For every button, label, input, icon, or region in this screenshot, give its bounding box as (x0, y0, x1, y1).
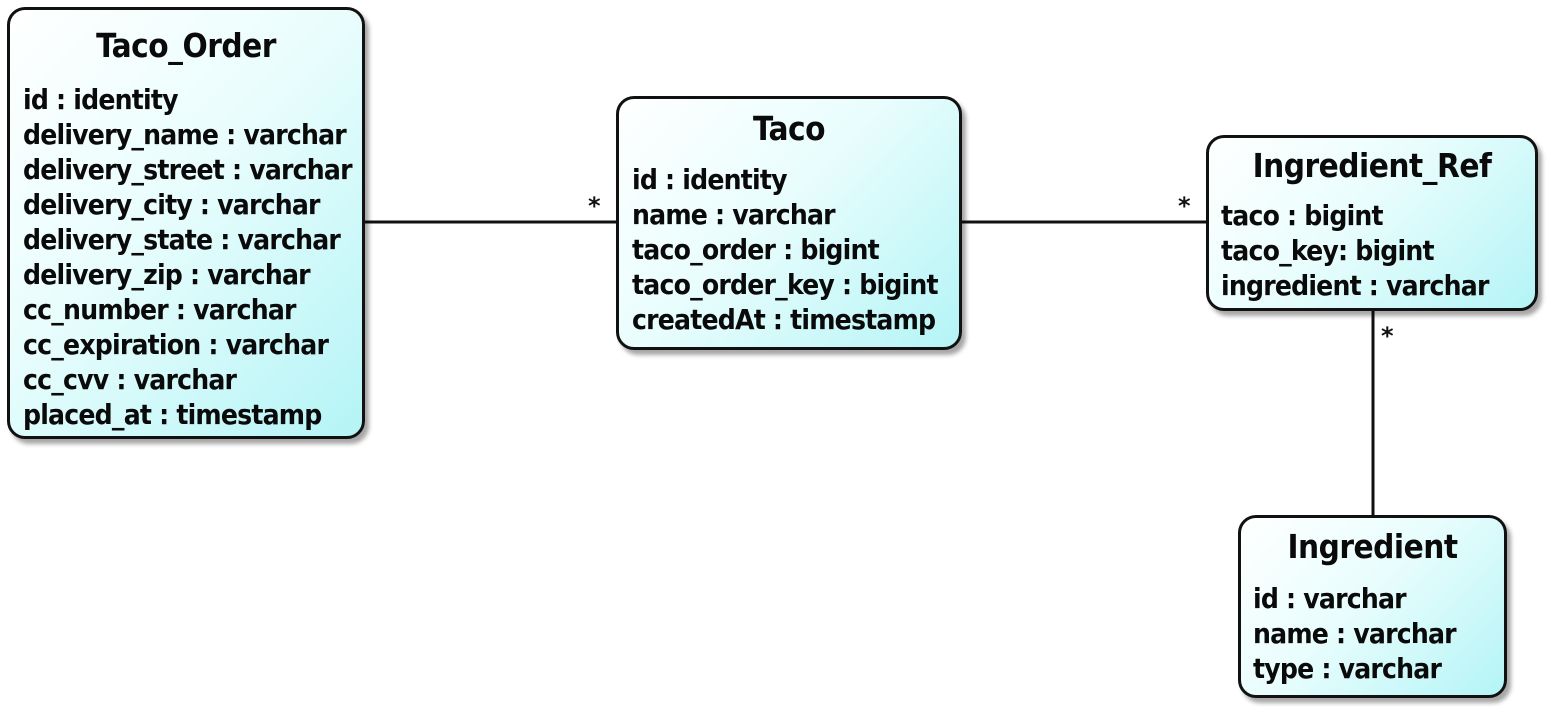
field-list: id : varchar name : varchar type : varch… (1241, 569, 1504, 686)
field: cc_cvv : varchar (23, 363, 237, 396)
field: type : varchar (1253, 652, 1442, 685)
field: id : identity (632, 163, 788, 196)
field: name : varchar (1253, 617, 1457, 650)
field-list: id : identity name : varchar taco_order … (619, 151, 959, 337)
field: taco_order : bigint (632, 233, 880, 266)
field: delivery_city : varchar (23, 188, 320, 221)
field: delivery_state : varchar (23, 223, 341, 256)
field: taco : bigint (1221, 199, 1384, 232)
entity-taco[interactable]: Taco id : identity name : varchar taco_o… (616, 96, 962, 350)
entity-title: Ingredient (1287, 527, 1458, 566)
field: cc_expiration : varchar (23, 328, 329, 361)
field-list: id : identity delivery_name : varchar de… (10, 68, 362, 432)
field: delivery_street : varchar (23, 153, 353, 186)
multiplicity-ingredient-ref-from-taco: * (1178, 192, 1191, 220)
field: id : identity (23, 83, 179, 116)
entity-title: Ingredient_Ref (1252, 146, 1492, 185)
field: taco_order_key : bigint (632, 268, 939, 301)
field: placed_at : timestamp (23, 398, 322, 431)
field: delivery_name : varchar (23, 118, 347, 151)
entity-title: Taco (752, 109, 826, 148)
field: createdAt : timestamp (632, 303, 936, 336)
field: ingredient : varchar (1221, 269, 1489, 302)
field-list: taco : bigint taco_key: bigint ingredien… (1209, 188, 1535, 303)
multiplicity-ingredient-ref-from-ingredient: * (1381, 322, 1394, 350)
entity-ingredient-ref[interactable]: Ingredient_Ref taco : bigint taco_key: b… (1206, 135, 1538, 311)
field: taco_key: bigint (1221, 234, 1435, 267)
field: name : varchar (632, 198, 836, 231)
field: cc_number : varchar (23, 293, 296, 326)
entity-title: Taco_Order (96, 26, 276, 65)
multiplicity-taco: * (588, 192, 601, 220)
field: delivery_zip : varchar (23, 258, 311, 291)
field: id : varchar (1253, 582, 1407, 615)
entity-ingredient[interactable]: Ingredient id : varchar name : varchar t… (1238, 515, 1507, 698)
entity-taco-order[interactable]: Taco_Order id : identity delivery_name :… (7, 7, 365, 439)
